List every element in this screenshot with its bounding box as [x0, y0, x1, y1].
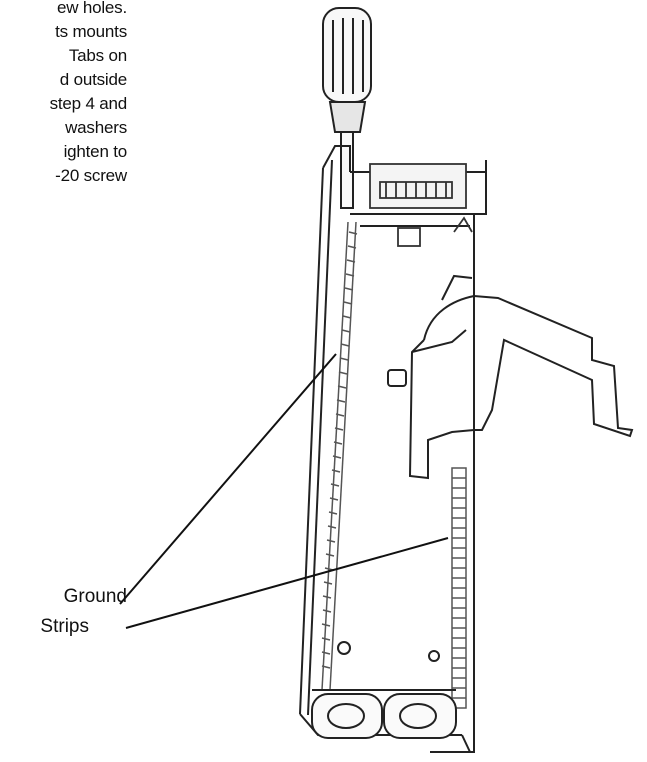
instruction-line-6: step 4 and — [49, 94, 128, 113]
instruction-line-9: -20 screw — [55, 166, 127, 185]
screwdriver-icon — [322, 7, 372, 209]
ground-strips-label-line1: Ground — [63, 586, 127, 607]
callout-lines — [119, 353, 449, 629]
instruction-line-4: d outside — [59, 70, 127, 89]
left-ground-strip-icon — [321, 221, 358, 691]
instruction-line-7: washers — [65, 118, 127, 137]
front-panel-icon — [369, 163, 473, 247]
instruction-text: ew holes. ts mounts Tabs on d outside st… — [0, 0, 128, 188]
right-ground-strip-icon — [451, 467, 467, 709]
chassis-icon — [299, 145, 487, 753]
instruction-line-3: Tabs on — [68, 46, 127, 65]
instruction-line-8: ighten to — [63, 142, 128, 161]
instruction-line-2: ts mounts — [55, 22, 127, 41]
fan-openings-icon — [311, 641, 457, 739]
instruction-line-1: ew holes. — [56, 0, 127, 17]
ground-strips-label-line2: Strips — [40, 616, 89, 637]
bracket-icon — [387, 274, 634, 480]
